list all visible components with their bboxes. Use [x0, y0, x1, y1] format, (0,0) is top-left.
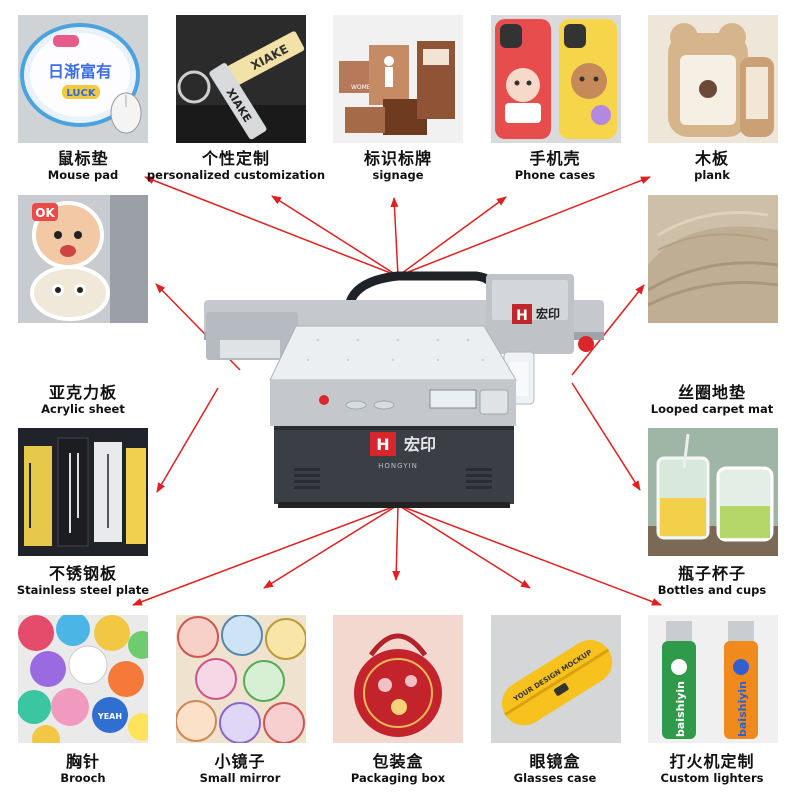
brooch-image: YEAH — [18, 615, 148, 743]
mirror-label-zh: 小镜子 — [214, 752, 266, 771]
packaging-image — [333, 615, 463, 743]
mouse-pad-label-zh: 鼠标垫 — [57, 149, 109, 168]
acrylic-label-en: Acrylic sheet — [41, 402, 125, 416]
phone-cases-label-zh: 手机壳 — [529, 149, 581, 168]
bottles-image — [648, 428, 778, 556]
arrow-mouse-pad — [144, 176, 399, 277]
carpet-label-en: Looped carpet mat — [650, 402, 774, 416]
carriage-logo-icon — [512, 304, 532, 324]
svg-text:baishiyin: baishiyin — [736, 681, 749, 737]
carpet-label-zh: 丝圈地垫 — [677, 383, 746, 402]
bottles-caption: 瓶子杯子 Bottles and cups — [612, 564, 800, 597]
svg-text:WOMEN: WOMEN — [351, 84, 375, 91]
arrow-steel — [156, 387, 219, 493]
control-keypad[interactable] — [479, 389, 509, 415]
arrow-customization — [271, 195, 399, 277]
uv-printer: H 宏印 H 宏印 HONGYIN — [204, 271, 604, 508]
signage-label-en: signage — [372, 168, 424, 182]
plank-caption: 木板 plank — [612, 149, 800, 182]
customization-label-en: personalized customization — [146, 168, 326, 182]
lighters-caption: 打火机定制 Custom lighters — [612, 752, 800, 785]
plank-image — [648, 15, 778, 143]
acrylic-label-zh: 亚克力板 — [48, 383, 117, 402]
steel-label-zh: 不锈钢板 — [48, 564, 117, 583]
phone-cases-label-en: Phone cases — [514, 168, 596, 182]
mouse-pad-image: 日渐富有 LUCK — [18, 15, 148, 143]
emergency-stop-button[interactable] — [319, 395, 329, 405]
power-button[interactable] — [578, 336, 594, 352]
svg-text:baishiyin: baishiyin — [674, 681, 687, 737]
arrow-brooch — [132, 504, 399, 606]
arrow-glasses — [397, 504, 531, 589]
lighters-image: baishiyin baishiyin — [648, 615, 778, 743]
phone-cases-caption: 手机壳 Phone cases — [455, 149, 655, 182]
carpet-image — [648, 195, 778, 323]
packaging-label-en: Packaging box — [350, 771, 446, 785]
svg-text:宏印: 宏印 — [404, 435, 436, 454]
bottles-label-en: Bottles and cups — [657, 583, 767, 597]
svg-text:LUCK: LUCK — [66, 88, 96, 99]
lighters-label-en: Custom lighters — [660, 771, 764, 785]
arrow-phone-cases — [397, 196, 507, 277]
brooch-label-zh: 胸针 — [65, 752, 100, 771]
arrow-carpet — [571, 284, 645, 376]
svg-text:宏印: 宏印 — [536, 306, 560, 321]
svg-text:日渐富有: 日渐富有 — [48, 62, 112, 81]
packaging-caption: 包装盒 Packaging box — [298, 752, 498, 785]
bottles-label-zh: 瓶子杯子 — [677, 564, 746, 583]
customization-label-zh: 个性定制 — [201, 149, 270, 168]
mirror-image — [176, 615, 306, 743]
glasses-caption: 眼镜盒 Glasses case — [455, 752, 655, 785]
glasses-image: YOUR DESIGN MOCKUP — [491, 615, 621, 743]
lighters-label-zh: 打火机定制 — [669, 752, 755, 771]
svg-text:YEAH: YEAH — [97, 712, 122, 721]
glasses-label-en: Glasses case — [513, 771, 597, 785]
svg-text:OK: OK — [35, 206, 55, 220]
mouse-pad-label-en: Mouse pad — [47, 168, 119, 182]
packaging-label-zh: 包装盒 — [372, 752, 424, 771]
brooch-caption: 胸针 Brooch — [0, 752, 183, 785]
arrow-plank — [397, 176, 651, 277]
svg-text:H: H — [376, 435, 389, 454]
customization-caption: 个性定制 personalized customization — [136, 149, 336, 182]
mirror-label-en: Small mirror — [199, 771, 281, 785]
mirror-caption: 小镜子 Small mirror — [140, 752, 340, 785]
arrow-packaging — [392, 504, 401, 581]
arrow-signage — [390, 197, 399, 277]
plank-label-zh: 木板 — [694, 149, 729, 168]
arrow-lighters — [397, 504, 662, 606]
control-display — [429, 389, 477, 409]
acrylic-caption: 亚克力板 Acrylic sheet — [0, 383, 183, 416]
acrylic-image: OK — [18, 195, 148, 323]
glasses-label-zh: 眼镜盒 — [529, 752, 581, 771]
signage-label-zh: 标识标牌 — [363, 149, 432, 168]
brooch-label-en: Brooch — [60, 771, 106, 785]
customization-image: XIAKE XIAKE — [176, 15, 306, 143]
signage-caption: 标识标牌 signage — [298, 149, 498, 182]
signage-image: WOMEN — [333, 15, 463, 143]
svg-text:H: H — [516, 308, 528, 324]
front-logo-icon — [370, 432, 396, 456]
carpet-caption: 丝圈地垫 Looped carpet mat — [612, 383, 800, 416]
steel-label-en: Stainless steel plate — [16, 583, 150, 597]
svg-text:HONGYIN: HONGYIN — [378, 462, 418, 470]
plank-label-en: plank — [694, 168, 730, 182]
arrow-bottles — [571, 382, 641, 491]
phone-cases-image — [491, 15, 621, 143]
mouse-pad-caption: 鼠标垫 Mouse pad — [0, 149, 183, 182]
arrow-mirror — [263, 504, 399, 589]
steel-caption: 不锈钢板 Stainless steel plate — [0, 564, 183, 597]
steel-image — [18, 428, 148, 556]
